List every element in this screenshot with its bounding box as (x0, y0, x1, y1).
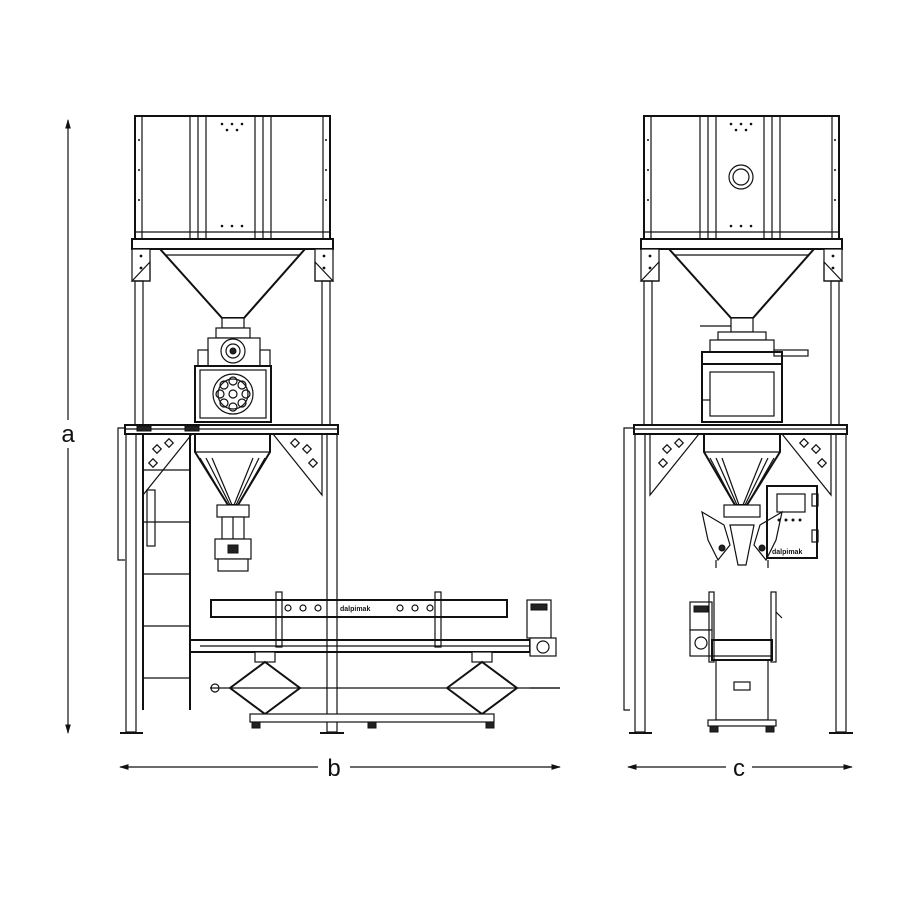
front-weigher-unit (194, 317, 272, 423)
front-scissor-base (210, 651, 560, 729)
side-view: dalpimak (623, 115, 853, 734)
front-filling-spout (194, 434, 271, 572)
front-hopper (130, 238, 335, 319)
conveyor-brand-label: dalpimak (340, 606, 370, 613)
dimension-b: b (119, 755, 561, 782)
front-silo (134, 115, 331, 240)
front-conveyor: dalpimak (189, 591, 557, 657)
dimension-c: c (627, 755, 853, 782)
front-lower-columns (120, 433, 344, 734)
front-ladder (117, 427, 191, 710)
front-platform (124, 424, 339, 497)
dimension-a: a (61, 119, 75, 734)
side-bag-station (689, 591, 783, 733)
side-platform (633, 424, 848, 497)
side-silo (643, 115, 840, 240)
panel-brand-label: dalpimak (772, 549, 802, 556)
dimension-label-a: a (61, 421, 75, 448)
side-weigher-unit (700, 317, 809, 423)
dimension-label-b: b (327, 755, 340, 782)
side-filling-spout (701, 434, 783, 568)
side-control-panel: dalpimak (766, 485, 819, 559)
front-view: dalpimak (117, 115, 560, 734)
side-lower-columns (623, 427, 853, 734)
dimension-label-c: c (733, 755, 745, 782)
side-hopper (639, 238, 844, 319)
